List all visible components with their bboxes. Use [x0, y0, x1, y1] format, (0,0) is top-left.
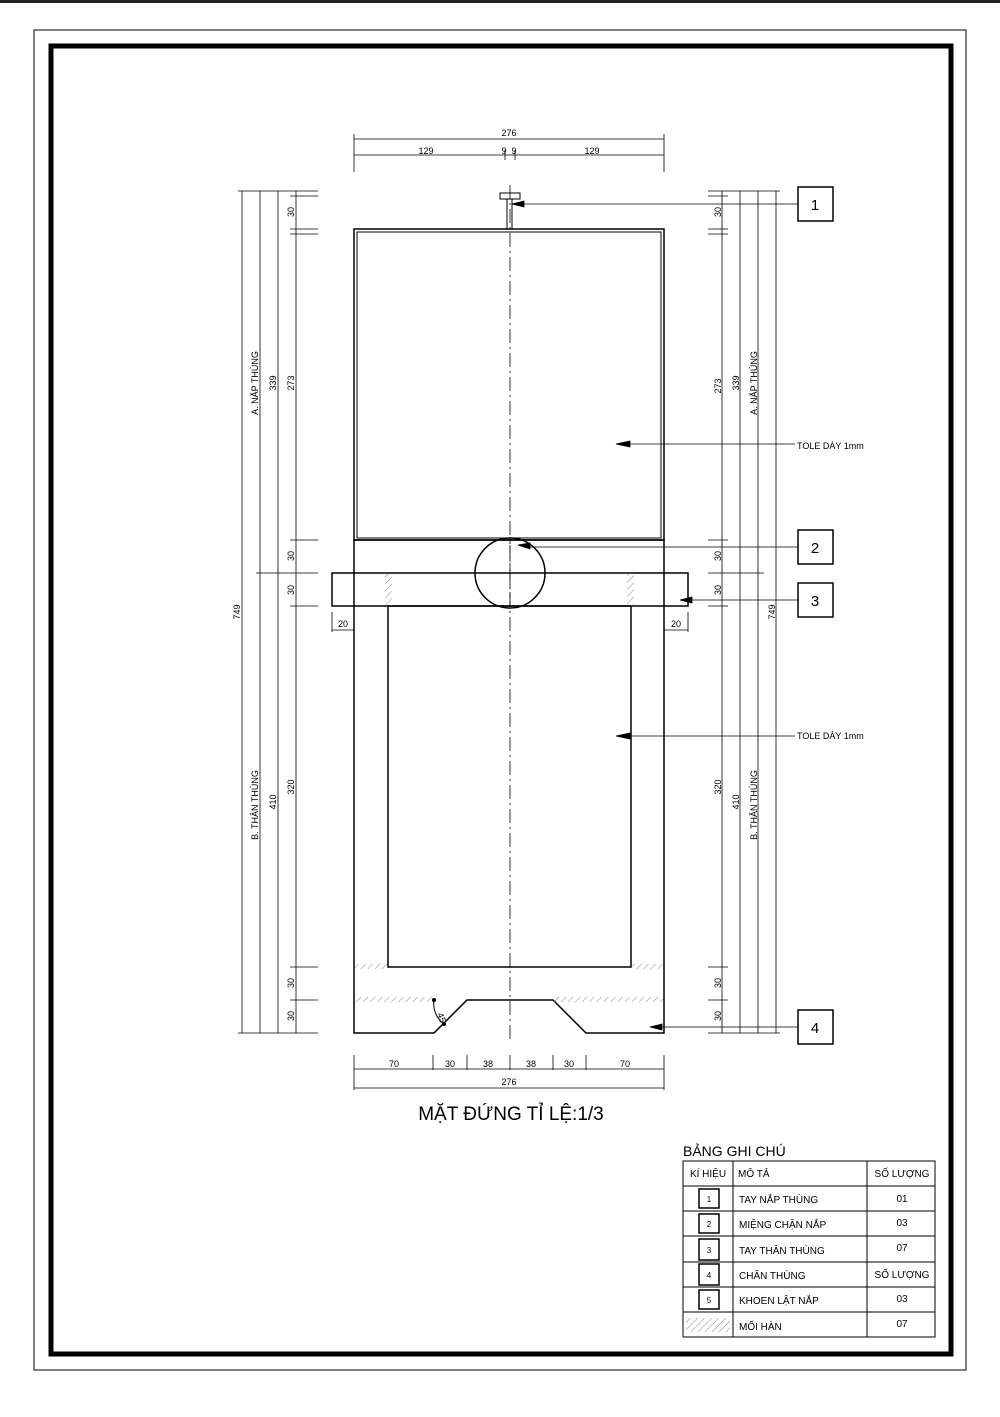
dim-left-lid: 339 — [268, 375, 278, 390]
right-dim-labels: 30 273 339 A. NẮP THÙNG 30 30 749 320 41… — [713, 207, 777, 1021]
left-dim-labels: 749 A. NẮP THÙNG 339 273 30 30 30 B. THÂ… — [232, 207, 296, 1021]
body — [353, 539, 665, 1034]
table-row: 3 TAY THÂN THÙNG 07 — [698, 1238, 908, 1261]
svg-text:07: 07 — [896, 1319, 908, 1330]
dim-bottom-3: 38 — [483, 1059, 493, 1069]
outer-frame — [33, 29, 967, 1371]
callout-4: 4 — [797, 1009, 834, 1045]
dim-right-body: 410 — [731, 794, 741, 809]
svg-text:MỐI HÀN: MỐI HÀN — [739, 1319, 782, 1333]
svg-text:KHOEN LẬT NẮP: KHOEN LẬT NẮP — [739, 1294, 819, 1307]
dim-right-20: 20 — [671, 619, 681, 629]
dim-right-lid-inner: 273 — [713, 378, 723, 393]
dim-left-lid-inner: 273 — [286, 375, 296, 390]
table-row: 5 KHOEN LẬT NẮP 03 — [698, 1289, 908, 1310]
header-desc: MÔ TẢ — [738, 1167, 770, 1180]
callout-2: 2 — [797, 529, 834, 565]
callout-3: 3 — [797, 582, 834, 618]
dim-left-band2: 30 — [286, 585, 296, 595]
dim-top-total: 276 — [501, 128, 516, 138]
svg-text:1: 1 — [707, 1195, 712, 1204]
dim-right-foot2: 30 — [713, 1011, 723, 1021]
svg-text:03: 03 — [896, 1218, 908, 1229]
dim-left-total: 749 — [232, 604, 242, 619]
dim-top-right: 129 — [584, 146, 599, 156]
dim-top-gap-left: 9 — [501, 146, 506, 156]
lid — [353, 228, 665, 541]
svg-text:3: 3 — [811, 593, 819, 610]
dim-right-band2: 30 — [713, 585, 723, 595]
svg-text:3: 3 — [707, 1246, 712, 1255]
dim-left-body-inner: 320 — [286, 779, 296, 794]
dim-left-handle: 30 — [286, 207, 296, 217]
angle-label: 45 — [435, 1011, 448, 1024]
dim-left-body-label: B. THÂN THÙNG — [250, 770, 260, 840]
header-symbol: KÍ HIỆU — [690, 1167, 726, 1180]
svg-text:CHÂN THÙNG: CHÂN THÙNG — [739, 1269, 806, 1282]
weld-hatch-icon — [686, 1318, 730, 1332]
legend-title: BẢNG GHI CHÚ — [683, 1143, 786, 1159]
svg-text:SỐ LƯỢNG: SỐ LƯỢNG — [875, 1267, 930, 1281]
dim-top-left: 129 — [418, 146, 433, 156]
note-lid-material: TOLE DÀY 1mm — [797, 441, 864, 451]
weld-hatches — [355, 574, 663, 1002]
lid-inner — [356, 231, 662, 539]
table-row: MỐI HÀN 07 — [686, 1318, 908, 1333]
bottom-dimensions — [353, 1055, 665, 1090]
dim-left-20: 20 — [338, 619, 348, 629]
dim-bottom-1: 70 — [389, 1059, 399, 1069]
svg-text:5: 5 — [707, 1296, 712, 1305]
dim-left-lid-label: A. NẮP THÙNG — [250, 351, 260, 415]
top-edge — [0, 0, 1000, 3]
dim-right-lid-label: A. NẮP THÙNG — [749, 351, 759, 415]
svg-text:4: 4 — [811, 1020, 819, 1037]
dim-top-gap-right: 9 — [511, 146, 516, 156]
note-leaders — [615, 440, 795, 740]
note-body-material: TOLE DÀY 1mm — [797, 731, 864, 741]
svg-text:2: 2 — [811, 540, 819, 557]
dim-bottom-4: 38 — [526, 1059, 536, 1069]
body-window — [387, 605, 632, 968]
table-row: 2 MIỆNG CHẶN NẮP 03 — [698, 1213, 908, 1234]
svg-text:MIỆNG CHẶN NẮP: MIỆNG CHẶN NẮP — [739, 1218, 827, 1231]
svg-text:4: 4 — [707, 1271, 712, 1280]
dim-bottom-6: 70 — [620, 1059, 630, 1069]
dim-right-body-label: B. THÂN THÙNG — [749, 770, 759, 840]
left-dimensions — [238, 190, 318, 1034]
dim-left-band1: 30 — [286, 551, 296, 561]
svg-text:07: 07 — [896, 1243, 908, 1254]
dim-right-band1: 30 — [713, 551, 723, 561]
dim-right-lid: 339 — [731, 375, 741, 390]
svg-text:TAY THÂN THÙNG: TAY THÂN THÙNG — [739, 1244, 825, 1257]
table-row: 4 CHÂN THÙNG SỐ LƯỢNG — [698, 1263, 930, 1286]
table-row: 1 TAY NẮP THÙNG 01 — [698, 1188, 908, 1209]
dim-bottom-5: 30 — [564, 1059, 574, 1069]
drawing-title: MẶT ĐỨNG TỈ LỆ:1/3 — [418, 1103, 604, 1125]
svg-text:2: 2 — [707, 1220, 712, 1229]
svg-text:1: 1 — [811, 197, 819, 214]
svg-text:03: 03 — [896, 1294, 908, 1305]
dim-right-total: 749 — [767, 604, 777, 619]
right-dimensions — [708, 190, 780, 1034]
inner-frame — [48, 43, 954, 1357]
dim-bottom-total: 276 — [501, 1077, 516, 1087]
dim-left-foot1: 30 — [286, 978, 296, 988]
dim-right-body-inner: 320 — [713, 779, 723, 794]
svg-text:01: 01 — [896, 1194, 908, 1205]
dim-right-handle: 30 — [713, 207, 723, 217]
callout-1: 1 — [797, 186, 834, 222]
header-qty: SỐ LƯỢNG — [875, 1166, 930, 1180]
dim-left-body: 410 — [268, 794, 278, 809]
svg-text:TAY NẮP THÙNG: TAY NẮP THÙNG — [739, 1193, 818, 1206]
top-dimensions — [353, 134, 665, 172]
dim-right-foot1: 30 — [713, 978, 723, 988]
callout-leaders — [511, 200, 798, 1031]
dim-bottom-2: 30 — [445, 1059, 455, 1069]
dim-left-foot2: 30 — [286, 1011, 296, 1021]
